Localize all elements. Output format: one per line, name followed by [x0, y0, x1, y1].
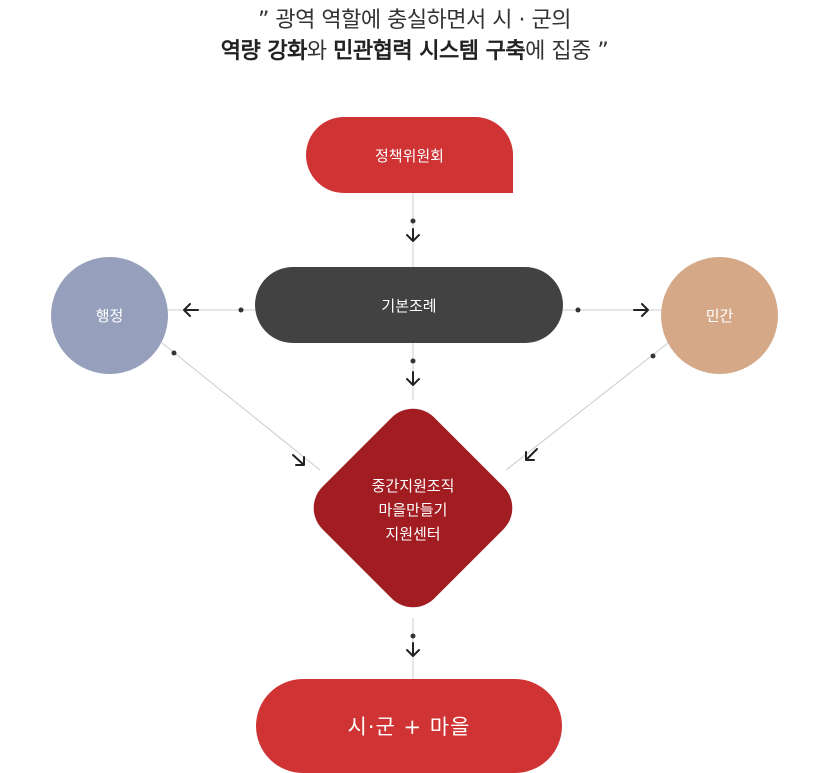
line-private-center — [505, 342, 669, 471]
arrow-left-icon — [183, 303, 199, 317]
basic-ordinance-label: 기본조례 — [381, 296, 437, 315]
city-village-label: 시·군 + 마을 — [347, 715, 471, 739]
center-label-line-2: 마을만들기 — [378, 501, 448, 519]
headline-end: 에 집중 ” — [525, 39, 609, 64]
headline-line-2: 역량 강화와 민관협력 시스템 구축에 집중 ” — [0, 33, 829, 65]
dot — [238, 307, 244, 313]
arrow-down-icon — [406, 228, 420, 242]
headline-bold-1: 역량 강화 — [220, 39, 308, 64]
headline-mid: 와 — [306, 39, 334, 64]
line-admin-center — [161, 342, 321, 471]
center-label-line-3: 지원센터 — [385, 525, 441, 543]
intermediate-support-label: 중간지원조직 마을만들기 지원센터 — [304, 468, 522, 552]
headline-bold-2: 민관협력 시스템 구축 — [333, 39, 526, 64]
arrow-diagonal-icon — [525, 448, 538, 461]
dot — [575, 307, 581, 313]
dot — [650, 353, 656, 359]
center-label-line-1: 중간지원조직 — [371, 477, 455, 495]
arrow-right-icon — [633, 303, 649, 317]
city-village-node: 시·군 + 마을 — [256, 679, 562, 773]
arrow-diagonal-icon — [292, 454, 305, 466]
policy-committee-label: 정책위원회 — [374, 146, 444, 165]
dot — [171, 350, 177, 356]
policy-committee-node: 정책위원회 — [306, 117, 513, 193]
administration-label: 행정 — [95, 307, 124, 325]
dot — [410, 633, 416, 639]
private-sector-node: 민간 — [661, 257, 778, 374]
private-sector-label: 민간 — [705, 307, 734, 325]
arrow-down-icon — [406, 642, 420, 657]
administration-node: 행정 — [51, 257, 168, 374]
arrow-down-icon — [406, 371, 420, 386]
basic-ordinance-node: 기본조례 — [255, 267, 563, 343]
headline-line-1: ” 광역 역할에 충실하면서 시 · 군의 — [0, 2, 829, 34]
headline-text-1: ” 광역 역할에 충실하면서 시 · 군의 — [258, 8, 571, 33]
dot — [410, 218, 416, 224]
dot — [410, 358, 416, 364]
